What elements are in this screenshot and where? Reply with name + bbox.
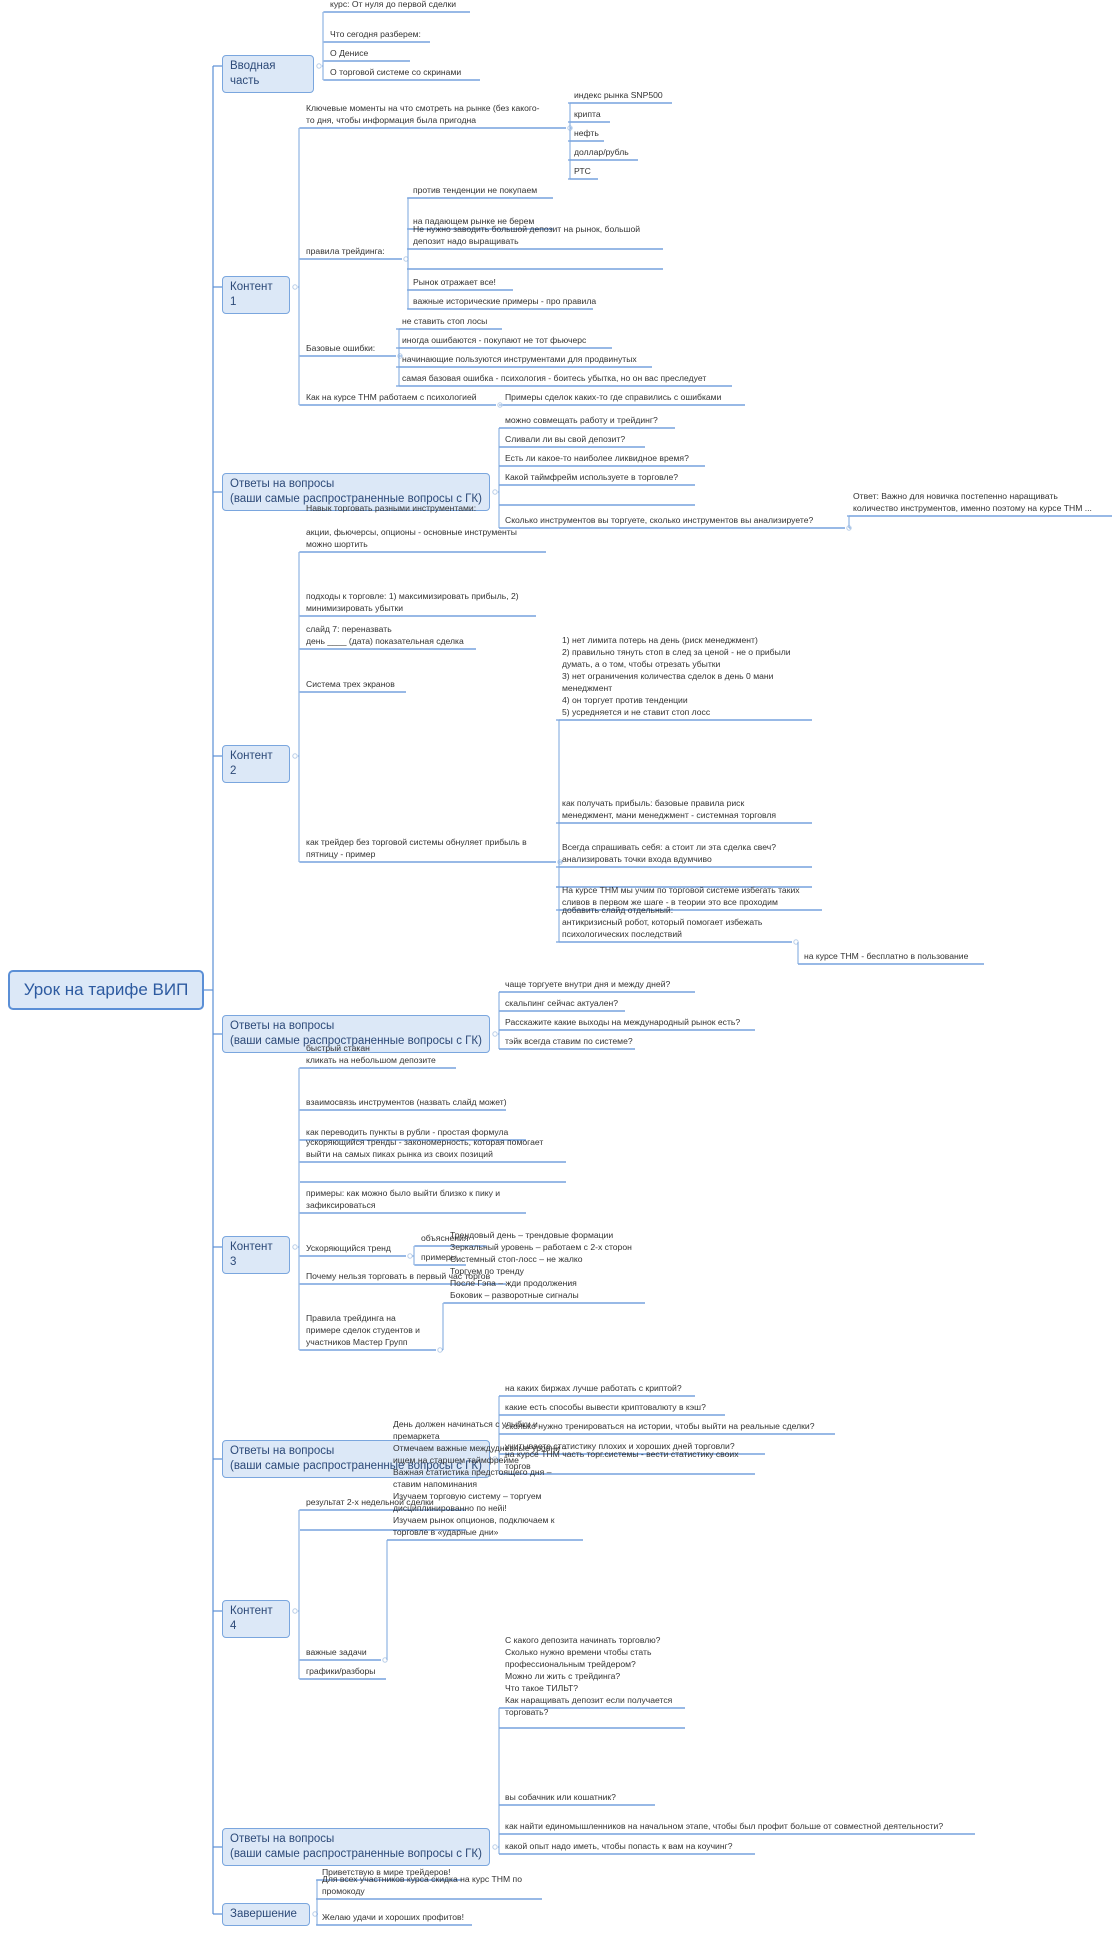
topic-item[interactable]: ускоряющийся тренды - закономерность, ко… bbox=[306, 1137, 544, 1159]
subtopic-item[interactable]: На курсе ТНМ мы учим по торговой системе… bbox=[562, 885, 800, 907]
subtopic-item[interactable]: Не нужно заводить большой депозит на рын… bbox=[413, 224, 641, 246]
subtopic-item[interactable]: на курсе ТНМ - бесплатно в пользование bbox=[804, 951, 969, 961]
topic-item[interactable]: на курсе ТНМ часть торг.системы - вести … bbox=[505, 1449, 739, 1471]
branch-topic[interactable]: Завершение bbox=[222, 1903, 310, 1926]
topic-item[interactable]: быстрый стакан кликать на небольшом депо… bbox=[306, 1043, 436, 1065]
topic-item[interactable]: Сливали ли вы свой депозит? bbox=[505, 434, 626, 444]
subtopic-item[interactable]: против тенденции не покупаем bbox=[413, 185, 538, 195]
subtopic-item[interactable]: начинающие пользуются инструментами для … bbox=[402, 354, 637, 364]
topic-item[interactable]: как найти единомышленников на начальном … bbox=[505, 1821, 944, 1831]
branch-topic[interactable]: Контент 2 bbox=[222, 745, 290, 783]
topic-item[interactable]: Какой таймфрейм используете в торговле? bbox=[505, 472, 679, 482]
topic-item[interactable]: скальпинг сейчас актуален? bbox=[505, 998, 619, 1008]
root-topic[interactable]: Урок на тарифе ВИП bbox=[8, 970, 204, 1010]
topic-item[interactable]: учитываете статистику плохих и хороших д… bbox=[505, 1441, 735, 1451]
topic-item[interactable]: Система трех экранов bbox=[306, 679, 395, 689]
subtopic-item[interactable]: индекс рынка SNP500 bbox=[574, 90, 663, 100]
branch-topic[interactable]: Контент 1 bbox=[222, 276, 290, 314]
collapse-dot-icon[interactable] bbox=[292, 1244, 298, 1250]
subtopic-item[interactable]: иногда ошибаются - покупают не тот фьюче… bbox=[402, 335, 587, 345]
topic-item[interactable]: как переводить пункты в рубли - простая … bbox=[306, 1127, 509, 1137]
topic-item[interactable]: вы собачник или кошатник? bbox=[505, 1792, 616, 1802]
subtopic-item[interactable]: Рынок отражает все! bbox=[413, 277, 496, 287]
subtopic-item[interactable]: важные исторические примеры - про правил… bbox=[413, 296, 597, 306]
branch-topic[interactable]: Ответы на вопросы (ваши самые распростра… bbox=[222, 1828, 490, 1866]
topic-item[interactable]: Что сегодня разберем: bbox=[330, 29, 421, 39]
topic-item[interactable]: О торговой системе со скринами bbox=[330, 67, 462, 77]
subtopic-item[interactable]: День должен начинаться с улыбки и премар… bbox=[393, 1419, 568, 1537]
topic-item[interactable]: слайд 7: переназвать день ____ (дата) по… bbox=[306, 624, 464, 646]
subtopic-item[interactable]: примеры bbox=[421, 1252, 457, 1262]
topic-item[interactable]: Базовые ошибки: bbox=[306, 343, 376, 353]
topic-item[interactable]: Навык торговать разными инструментами: а… bbox=[306, 503, 517, 549]
topic-item[interactable]: результат 2-х недельной сделки bbox=[306, 1497, 434, 1507]
branch-topic[interactable]: Вводная часть bbox=[222, 55, 314, 93]
branch-topic[interactable]: Ответы на вопросы (ваши самые распростра… bbox=[222, 1440, 490, 1478]
topic-item[interactable]: Правила трейдинга на примере сделок студ… bbox=[306, 1313, 420, 1347]
branch-topic[interactable]: Ответы на вопросы (ваши самые распростра… bbox=[222, 1015, 490, 1053]
topic-item[interactable]: на каких биржах лучше работать с криптой… bbox=[505, 1383, 682, 1393]
topic-item[interactable]: примеры: как можно было выйти близко к п… bbox=[306, 1188, 501, 1210]
topic-item[interactable]: какие есть способы вывести криптовалюту … bbox=[505, 1402, 706, 1412]
collapse-dot-icon[interactable] bbox=[292, 753, 298, 759]
subtopic-item[interactable]: Трендовый день – трендовые формации Зерк… bbox=[450, 1230, 632, 1300]
topic-item[interactable]: как трейдер без торговой системы обнуляе… bbox=[306, 837, 527, 859]
topic-item[interactable]: Ключевые моменты на что смотреть на рынк… bbox=[306, 103, 540, 125]
topic-item[interactable]: Сколько инструментов вы торгуете, скольк… bbox=[505, 515, 814, 525]
topic-item[interactable]: Желаю удачи и хороших профитов! bbox=[322, 1912, 464, 1922]
subtopic-item[interactable]: не ставить стоп лосы bbox=[402, 316, 488, 326]
subtopic-item[interactable]: Всегда спрашивать себя: а стоит ли эта с… bbox=[562, 842, 777, 864]
subtopic-item[interactable]: Ответ: Важно для новичка постепенно нара… bbox=[853, 491, 1092, 513]
topic-item[interactable]: Есть ли какое-то наиболее ликвидное врем… bbox=[505, 453, 689, 463]
subtopic-item[interactable]: доллар/рубль bbox=[574, 147, 629, 157]
subtopic-item[interactable]: самая базовая ошибка - психология - боит… bbox=[402, 373, 707, 383]
topic-item[interactable]: Для всех участников курса скидка на курс… bbox=[322, 1874, 522, 1896]
topic-item[interactable]: Обложка: Занятие №8 курс: От нуля до пер… bbox=[330, 0, 457, 9]
topic-item[interactable]: можно совмещать работу и трейдинг? bbox=[505, 415, 658, 425]
collapse-dot-icon[interactable] bbox=[292, 1608, 298, 1614]
topic-item[interactable]: Ускоряющийся тренд bbox=[306, 1243, 391, 1253]
topic-item[interactable]: тэйк всегда ставим по системе? bbox=[505, 1036, 633, 1046]
collapse-dot-icon[interactable] bbox=[292, 284, 298, 290]
subtopic-item[interactable]: объяснения bbox=[421, 1233, 469, 1243]
subtopic-item[interactable]: на падающем рынке не берем bbox=[413, 216, 535, 226]
topic-item[interactable]: Приветствую в мире трейдеров! bbox=[322, 1867, 451, 1877]
collapse-dot-icon[interactable] bbox=[492, 489, 498, 495]
topic-item[interactable]: О Денисе bbox=[330, 48, 369, 58]
topic-item[interactable]: правила трейдинга: bbox=[306, 246, 385, 256]
topic-item[interactable]: Расскажите какие выходы на международный… bbox=[505, 1017, 741, 1027]
collapse-dot-icon[interactable] bbox=[492, 1456, 498, 1462]
subtopic-item[interactable]: как получать прибыль: базовые правила ри… bbox=[562, 798, 777, 820]
subtopic-item[interactable]: нефть bbox=[574, 128, 599, 138]
topic-item[interactable]: подходы к торговле: 1) максимизировать п… bbox=[306, 591, 519, 613]
collapse-dot-icon[interactable] bbox=[492, 1844, 498, 1850]
branch-topic[interactable]: Контент 4 bbox=[222, 1600, 290, 1638]
subtopic-item[interactable]: Примеры сделок каких-то где справились с… bbox=[505, 392, 722, 402]
topic-item[interactable]: С какого депозита начинать торговлю? Ско… bbox=[505, 1635, 673, 1717]
subtopic-item[interactable]: крипта bbox=[574, 109, 601, 119]
topic-item[interactable]: графики/разборы bbox=[306, 1666, 376, 1676]
subtopic-item[interactable]: РТС bbox=[574, 166, 591, 176]
topic-item[interactable]: важные задачи bbox=[306, 1647, 367, 1657]
topic-item[interactable]: Почему нельзя торговать в первый час тор… bbox=[306, 1271, 491, 1281]
collapse-dot-icon[interactable] bbox=[316, 63, 322, 69]
topic-item[interactable]: взаимосвязь инструментов (назвать слайд … bbox=[306, 1097, 507, 1107]
topic-item[interactable]: сколько нужно тренироваться на истории, … bbox=[505, 1421, 815, 1431]
branch-topic[interactable]: Ответы на вопросы (ваши самые распростра… bbox=[222, 473, 490, 511]
topic-item[interactable]: Как на курсе ТНМ работаем с психологией bbox=[306, 392, 477, 402]
subtopic-item[interactable]: добавить слайд отдельный: антикризисный … bbox=[562, 905, 763, 939]
subtopic-item[interactable]: 1) нет лимита потерь на день (риск менед… bbox=[562, 635, 791, 717]
branch-topic[interactable]: Контент 3 bbox=[222, 1236, 290, 1274]
topic-item[interactable]: чаще торгуете внутри дня и между дней? bbox=[505, 979, 671, 989]
topic-item[interactable]: какой опыт надо иметь, чтобы попасть к в… bbox=[505, 1841, 733, 1851]
collapse-dot-icon[interactable] bbox=[492, 1031, 498, 1037]
